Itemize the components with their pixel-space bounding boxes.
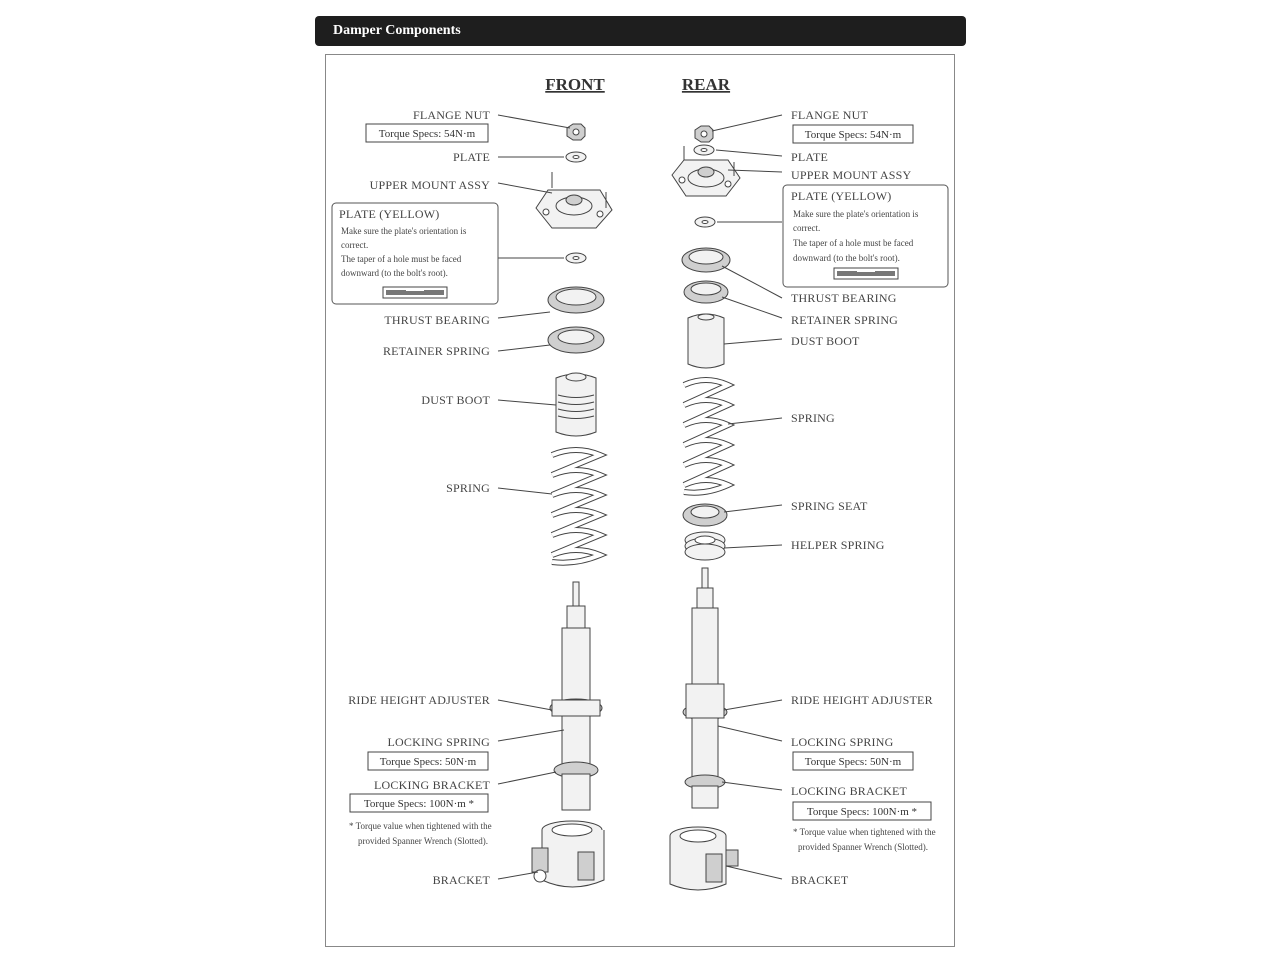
rear-plate-note-1: Make sure the plate's orientation is — [793, 209, 919, 219]
rear-footnote-1: * Torque value when tightened with the — [793, 827, 936, 837]
rear-retainer-spring-label: RETAINER SPRING — [791, 313, 898, 327]
front-upper-mount-label: UPPER MOUNT ASSY — [370, 178, 490, 192]
front-flange-nut-label: FLANGE NUT — [413, 108, 490, 122]
front-flange-nut-torque: Torque Specs: 54N·m — [379, 128, 476, 140]
front-upper-mount — [535, 172, 613, 229]
rear-locking-bracket-torque: Torque Specs: 100N·m * — [807, 806, 917, 818]
front-locking-bracket-label: LOCKING BRACKET — [374, 778, 490, 792]
front-plate — [565, 151, 587, 163]
rear-plate — [693, 144, 715, 156]
front-spring — [550, 447, 608, 566]
front-locking-bracket-torque-box — [349, 793, 489, 813]
front-ride-height-adjuster-label: RIDE HEIGHT ADJUSTER — [348, 693, 490, 707]
rear-flange-nut-torque-box — [792, 124, 914, 144]
rear-plate-label: PLATE — [791, 150, 828, 164]
front-retainer-spring — [547, 326, 605, 354]
rear-locking-spring-torque-box — [792, 751, 914, 771]
rear-flange-nut-torque: Torque Specs: 54N·m — [805, 129, 902, 141]
rear-helper-spring — [684, 531, 726, 561]
rear-title: REAR — [682, 75, 731, 94]
rear-flange-nut — [694, 125, 714, 143]
rear-plate-note-4: downward (to the bolt's root). — [793, 253, 900, 263]
front-locking-spring-torque: Torque Specs: 50N·m — [380, 756, 477, 768]
rear-bracket-label: BRACKET — [791, 873, 849, 887]
front-plate-yellow-box — [331, 202, 499, 305]
front-bracket — [531, 820, 605, 888]
front-plate-yellow — [565, 252, 587, 264]
rear-spring-seat-label: SPRING SEAT — [791, 499, 868, 513]
rear-dust-boot — [687, 313, 725, 369]
rear-plate-yellow-box — [782, 184, 949, 288]
rear-locking-spring-label: LOCKING SPRING — [791, 735, 894, 749]
front-plate-note-2: correct. — [341, 240, 368, 250]
front-spring-label: SPRING — [446, 481, 490, 495]
rear-flange-nut-label: FLANGE NUT — [791, 108, 868, 122]
rear-upper-mount-label: UPPER MOUNT ASSY — [791, 168, 911, 182]
front-plate-label: PLATE — [453, 150, 490, 164]
front-title: FRONT — [545, 75, 605, 94]
rear-plate-section-icon — [833, 267, 899, 280]
front-flange-nut-torque-box — [365, 123, 489, 143]
front-plate-note-1: Make sure the plate's orientation is — [341, 226, 467, 236]
front-locking-spring-label: LOCKING SPRING — [388, 735, 491, 749]
rear-locking-spring-torque: Torque Specs: 50N·m — [805, 756, 902, 768]
front-plate-yellow-label: PLATE (YELLOW) — [339, 207, 439, 221]
rear-damper-body — [682, 567, 728, 809]
front-bracket-label: BRACKET — [433, 873, 491, 887]
rear-plate-note-2: correct. — [793, 223, 820, 233]
section-header: Damper Components — [315, 16, 966, 46]
rear-dust-boot-label: DUST BOOT — [791, 334, 860, 348]
front-thrust-bearing-label: THRUST BEARING — [384, 313, 490, 327]
section-title: Damper Components — [333, 23, 461, 38]
rear-retainer-spring — [683, 280, 729, 304]
front-thrust-bearing — [547, 286, 605, 314]
rear-spring-label: SPRING — [791, 411, 835, 425]
rear-spring-seat — [682, 503, 728, 527]
front-footnote-2: provided Spanner Wrench (Slotted). — [358, 836, 488, 846]
front-locking-bracket-torque: Torque Specs: 100N·m * — [364, 798, 474, 810]
rear-thrust-bearing-label: THRUST BEARING — [791, 291, 897, 305]
front-dust-boot-label: DUST BOOT — [421, 393, 490, 407]
front-locking-spring-torque-box — [367, 751, 489, 771]
rear-locking-bracket-torque-box — [792, 801, 932, 821]
front-dust-boot — [555, 372, 597, 437]
front-flange-nut — [566, 123, 586, 141]
front-plate-section-icon — [382, 286, 448, 299]
front-footnote-1: * Torque value when tightened with the — [349, 821, 492, 831]
rear-footnote-2: provided Spanner Wrench (Slotted). — [798, 842, 928, 852]
rear-helper-spring-label: HELPER SPRING — [791, 538, 885, 552]
rear-upper-mount — [671, 146, 741, 197]
front-damper-body — [549, 581, 603, 811]
front-plate-note-3: The taper of a hole must be faced — [341, 254, 462, 264]
rear-plate-yellow — [694, 216, 716, 228]
rear-locking-bracket-label: LOCKING BRACKET — [791, 784, 907, 798]
rear-thrust-bearing — [681, 247, 731, 273]
front-retainer-spring-label: RETAINER SPRING — [383, 344, 490, 358]
rear-plate-yellow-label: PLATE (YELLOW) — [791, 189, 891, 203]
rear-spring — [682, 377, 736, 496]
rear-plate-note-3: The taper of a hole must be faced — [793, 238, 914, 248]
rear-bracket — [669, 826, 739, 891]
diagram-frame — [325, 54, 955, 947]
front-plate-note-4: downward (to the bolt's root). — [341, 268, 448, 278]
rear-ride-height-adjuster-label: RIDE HEIGHT ADJUSTER — [791, 693, 933, 707]
